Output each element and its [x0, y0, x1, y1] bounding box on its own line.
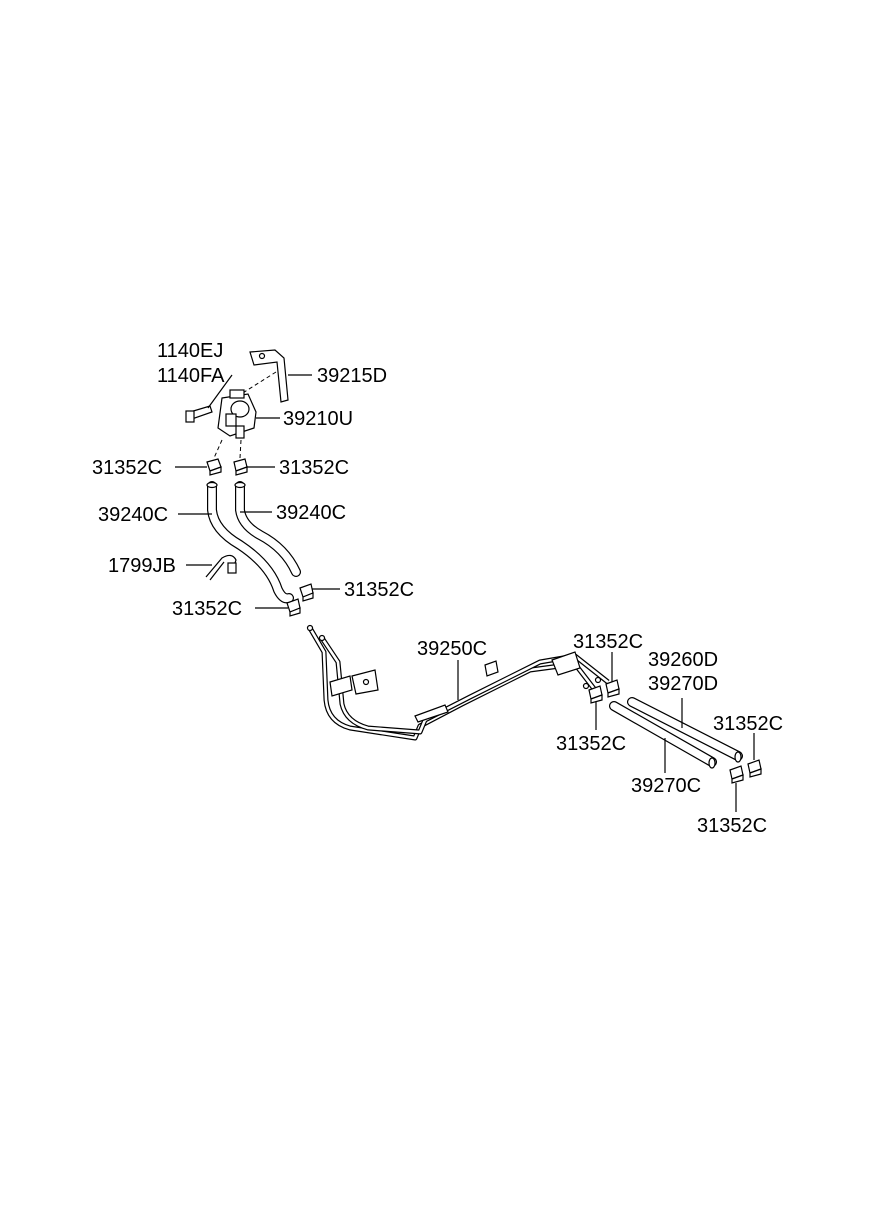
- label-31352c-b: 31352C: [279, 457, 349, 479]
- clip-right-lower[interactable]: [588, 685, 603, 704]
- sensor-dash-lines: [213, 439, 242, 459]
- clip-mid-left[interactable]: [286, 598, 301, 617]
- label-31352c-f: 31352C: [713, 713, 783, 735]
- label-31352c-d: 31352C: [172, 598, 242, 620]
- label-39240c-a: 39240C: [98, 504, 168, 526]
- label-1140fa: 1140FA: [157, 365, 225, 387]
- label-31352c-g: 31352C: [556, 733, 626, 755]
- tube-39270d[interactable]: [627, 697, 743, 763]
- clip-top-left[interactable]: [206, 458, 222, 476]
- pipe-assembly-39250c[interactable]: [306, 624, 610, 741]
- label-1140ej: 1140EJ: [157, 340, 223, 362]
- label-1799jb: 1799JB: [108, 555, 176, 577]
- label-31352c-h: 31352C: [697, 815, 767, 837]
- label-39240c-b: 39240C: [276, 502, 346, 524]
- label-31352c-c: 31352C: [344, 579, 414, 601]
- label-39250c: 39250C: [417, 638, 487, 660]
- label-31352c-a: 31352C: [92, 457, 162, 479]
- hose-39240c-right[interactable]: [234, 481, 301, 577]
- label-39270c: 39270C: [631, 775, 701, 797]
- clip-top-right[interactable]: [233, 458, 248, 476]
- strap-1799jb[interactable]: [205, 554, 237, 581]
- label-39270d: 39270D: [648, 673, 718, 695]
- bolt-1140[interactable]: [185, 405, 213, 423]
- clip-far-right-lower[interactable]: [729, 765, 744, 784]
- clip-right-upper[interactable]: [605, 679, 620, 698]
- label-39260d: 39260D: [648, 649, 718, 671]
- bracket-39215d[interactable]: [249, 349, 289, 403]
- leader-lines: [175, 374, 755, 812]
- hose-39240c-left[interactable]: [206, 481, 294, 604]
- clip-mid-right[interactable]: [299, 583, 314, 602]
- label-31352c-e: 31352C: [573, 631, 643, 653]
- sensor-39210u[interactable]: [217, 389, 257, 439]
- label-39215d: 39215D: [317, 365, 387, 387]
- tube-39270c[interactable]: [609, 701, 717, 769]
- label-39210u: 39210U: [283, 408, 353, 430]
- clip-far-right-upper[interactable]: [747, 759, 762, 778]
